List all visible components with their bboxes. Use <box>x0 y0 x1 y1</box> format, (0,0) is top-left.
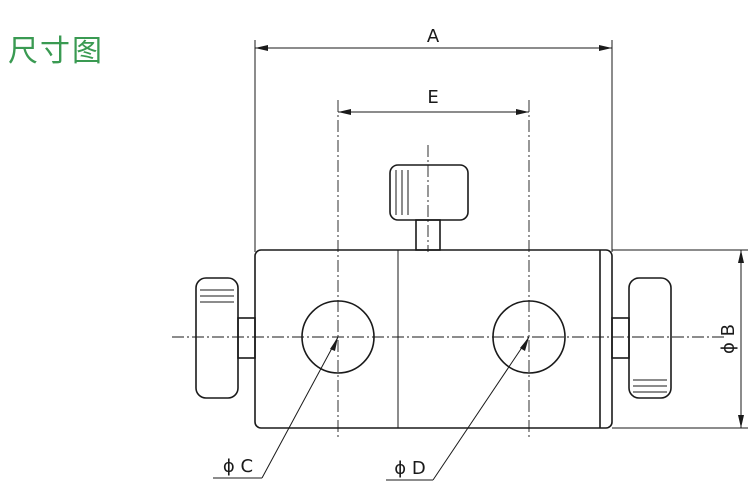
arrow-a-left <box>255 45 268 51</box>
arrow-b-top <box>738 250 744 263</box>
left-knob <box>195 277 239 399</box>
leader-line-d <box>432 336 530 481</box>
arrow-d <box>520 337 529 351</box>
right-knob <box>628 277 672 399</box>
dimension-label-b: ϕ B <box>718 324 739 354</box>
dimension-label-e: E <box>427 87 438 108</box>
right-screw-shaft <box>611 317 630 359</box>
arrow-b-bottom <box>738 415 744 428</box>
dimension-label-d: ϕ D <box>394 458 425 479</box>
main-body <box>254 249 613 429</box>
page-title: 尺寸图 <box>8 34 104 69</box>
arrow-e-right <box>516 109 529 115</box>
dimension-label-a: A <box>427 26 440 47</box>
leader-line-c <box>261 336 339 479</box>
arrow-c <box>330 337 338 351</box>
dimension-label-c: ϕ C <box>223 456 253 477</box>
arrow-a-right <box>599 45 612 51</box>
left-screw-shaft <box>237 317 256 359</box>
arrow-e-left <box>338 109 351 115</box>
